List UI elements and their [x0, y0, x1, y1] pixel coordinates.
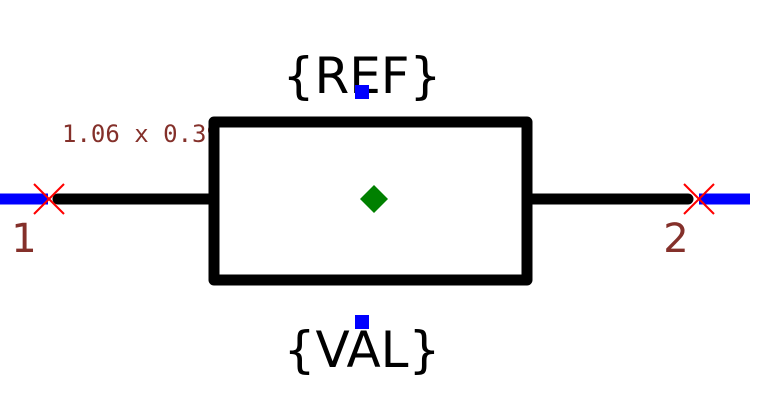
reference-anchor-handle[interactable] [355, 85, 369, 99]
value-field[interactable]: {VAL} [284, 321, 441, 379]
pin-1-connection-marker [33, 183, 65, 215]
origin-diamond-icon[interactable] [360, 185, 388, 213]
size-readout: 1.06 x 0.39 [62, 120, 221, 148]
pin-2-number: 2 [663, 216, 688, 262]
value-anchor-handle[interactable] [355, 315, 369, 329]
pin-2-connection-marker [683, 183, 715, 215]
pin-1-number: 1 [11, 216, 36, 262]
